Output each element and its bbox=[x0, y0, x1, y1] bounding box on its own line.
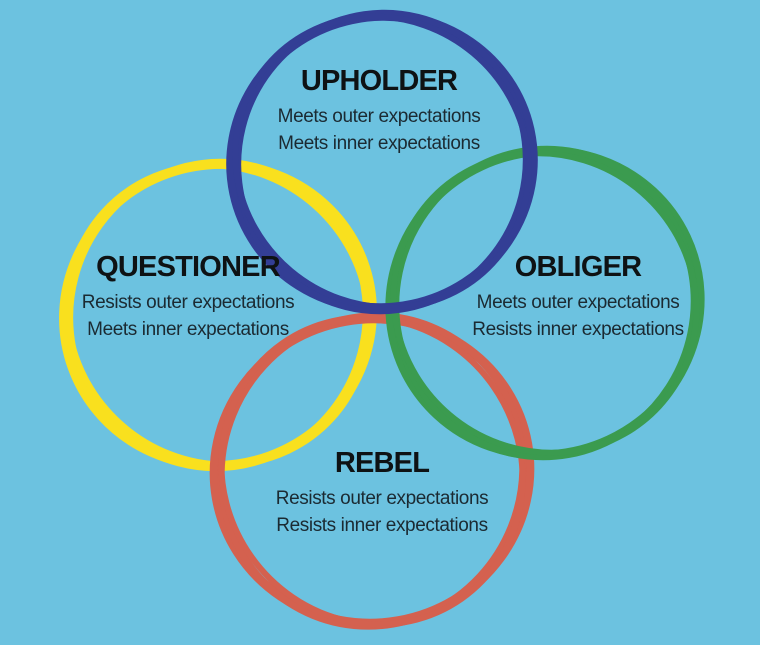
obliger-title: OBLIGER bbox=[514, 251, 642, 283]
obliger-line2: Resists inner expectations bbox=[472, 319, 684, 341]
upholder-line1: Meets outer expectations bbox=[277, 106, 481, 128]
obliger-line1: Meets outer expectations bbox=[476, 292, 680, 314]
questioner-ring-icon bbox=[59, 158, 377, 472]
rebel-ring-icon bbox=[209, 312, 535, 630]
obliger-ring-icon bbox=[385, 145, 705, 461]
label-rebel: REBEL Resists outer expectations Resists… bbox=[275, 447, 489, 539]
upholder-ring-icon bbox=[226, 9, 538, 315]
questioner-line1: Resists outer expectations bbox=[81, 292, 295, 314]
upholder-line2: Meets inner expectations bbox=[278, 133, 480, 155]
upholder-title: UPHOLDER bbox=[300, 65, 458, 97]
rebel-title: REBEL bbox=[334, 447, 430, 479]
rebel-line2: Resists inner expectations bbox=[276, 515, 488, 537]
label-obliger: OBLIGER Meets outer expectations Resists… bbox=[472, 251, 684, 343]
rebel-line1: Resists outer expectations bbox=[275, 488, 489, 510]
label-questioner: QUESTIONER Resists outer expectations Me… bbox=[81, 251, 295, 343]
label-upholder: UPHOLDER Meets outer expectations Meets … bbox=[278, 66, 481, 157]
questioner-line2: Meets inner expectations bbox=[87, 319, 289, 341]
questioner-title: QUESTIONER bbox=[96, 251, 281, 283]
